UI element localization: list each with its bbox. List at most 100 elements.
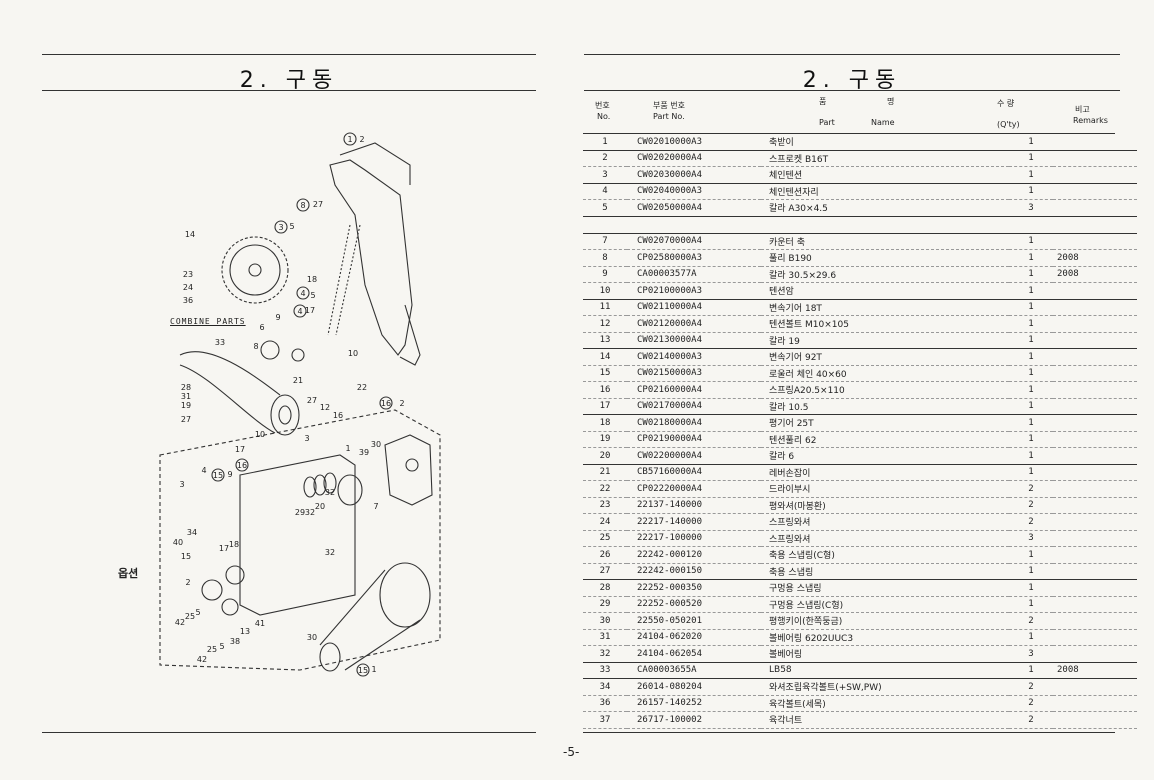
cell-part: 22252-000520 <box>627 596 761 613</box>
cell-qty: 2 <box>1009 695 1053 712</box>
svg-text:4: 4 <box>300 289 305 298</box>
header-name-en-2: Name <box>871 118 895 127</box>
cell-no: 17 <box>583 398 627 415</box>
svg-text:8: 8 <box>300 201 305 210</box>
cell-qty: 1 <box>1009 464 1053 481</box>
cell-no: 29 <box>583 596 627 613</box>
cell-no: 3 <box>583 166 627 184</box>
cell-name: 구멍용 스냅링(C형) <box>761 596 1009 613</box>
svg-text:7: 7 <box>373 502 378 511</box>
cell-remarks <box>1053 299 1137 316</box>
cell-no: 36 <box>583 695 627 712</box>
svg-text:9: 9 <box>275 313 280 322</box>
cell-no: 20 <box>583 447 627 465</box>
cell-no: 28 <box>583 579 627 597</box>
cell-name: 칼라 6 <box>761 447 1009 465</box>
cell-part: 22217-140000 <box>627 513 761 531</box>
cell-part: CB57160000A4 <box>627 464 761 481</box>
cell-no: 24 <box>583 513 627 531</box>
cell-remarks <box>1053 233 1137 250</box>
cell-name: 육각너트 <box>761 711 1009 729</box>
cell-qty: 3 <box>1009 530 1053 547</box>
cell-qty: 1 <box>1009 563 1053 580</box>
cell-part: CW02010000A3 <box>627 134 761 151</box>
svg-text:29: 29 <box>295 508 305 517</box>
svg-text:32: 32 <box>325 488 335 497</box>
cell-remarks <box>1053 183 1137 200</box>
exploded-parts-diagram: 1 2 8 27 3 5 14 23 24 36 18 4 5 4 17 9 6… <box>159 132 441 677</box>
cell-part: 22217-100000 <box>627 530 761 547</box>
cell-qty: 2 <box>1009 513 1053 531</box>
cell-part: CW02020000A4 <box>627 150 761 167</box>
svg-text:32: 32 <box>325 548 335 557</box>
cell-no: 7 <box>583 233 627 250</box>
cell-no: 23 <box>583 497 627 514</box>
cell-qty: 1 <box>1009 266 1053 283</box>
svg-text:5: 5 <box>195 608 200 617</box>
cell-remarks <box>1053 447 1137 465</box>
svg-text:6: 6 <box>259 323 264 332</box>
cell-remarks <box>1053 134 1137 151</box>
cell-no: 30 <box>583 612 627 630</box>
header-part-en: Part No. <box>653 112 685 121</box>
svg-text:16: 16 <box>333 411 343 420</box>
svg-text:5: 5 <box>289 222 294 231</box>
table-bottom-rule <box>583 732 1115 733</box>
cell-qty: 1 <box>1009 249 1053 267</box>
cell-remarks <box>1053 381 1137 399</box>
svg-text:40: 40 <box>173 538 183 547</box>
cell-part: 22550-050201 <box>627 612 761 630</box>
cell-no: 15 <box>583 365 627 382</box>
svg-text:30: 30 <box>371 440 381 449</box>
cell-no: 37 <box>583 711 627 729</box>
svg-text:38: 38 <box>230 637 240 646</box>
cell-part: CW02170000A4 <box>627 398 761 415</box>
cell-name: 볼베어링 <box>761 645 1009 663</box>
cell-qty: 2 <box>1009 678 1053 696</box>
table-header: 번호 No. 부품 번호 Part No. 품 명 Part Name 수 량 … <box>583 92 1115 134</box>
svg-text:3: 3 <box>179 480 184 489</box>
cell-name: 와셔조립육각볼트(+SW,PW) <box>761 678 1009 696</box>
cell-name: 카운터 축 <box>761 233 1009 250</box>
cell-name: 볼베어링 6202UUC3 <box>761 629 1009 646</box>
cell-name: 변속기어 18T <box>761 299 1009 316</box>
svg-text:2: 2 <box>399 399 404 408</box>
svg-text:42: 42 <box>197 655 207 664</box>
cell-part: 26014-080204 <box>627 678 761 696</box>
svg-text:2: 2 <box>359 135 364 144</box>
svg-text:10: 10 <box>348 349 358 358</box>
cell-qty: 1 <box>1009 447 1053 465</box>
cell-no: 33 <box>583 662 627 679</box>
cell-part: CW02030000A4 <box>627 166 761 184</box>
cell-name: 텐션볼트 M10×105 <box>761 315 1009 333</box>
cell-name: 칼라 A30×4.5 <box>761 199 1009 217</box>
cell-part: 24104-062020 <box>627 629 761 646</box>
cell-remarks <box>1053 678 1137 696</box>
svg-text:27: 27 <box>313 200 323 209</box>
cell-no: 27 <box>583 563 627 580</box>
svg-text:1: 1 <box>371 665 376 674</box>
cell-name: 풀리 B190 <box>761 249 1009 267</box>
cell-remarks <box>1053 645 1137 663</box>
cell-part: 22252-000350 <box>627 579 761 597</box>
cell-part: CW02140000A3 <box>627 348 761 366</box>
cell-part: CP02190000A4 <box>627 431 761 448</box>
cell-no: 18 <box>583 414 627 432</box>
cell-part: CP02100000A3 <box>627 282 761 300</box>
cell-remarks <box>1053 365 1137 382</box>
svg-text:31: 31 <box>181 392 191 401</box>
svg-text:20: 20 <box>315 502 325 511</box>
cell-part: CW02110000A4 <box>627 299 761 316</box>
cell-no: 22 <box>583 480 627 498</box>
